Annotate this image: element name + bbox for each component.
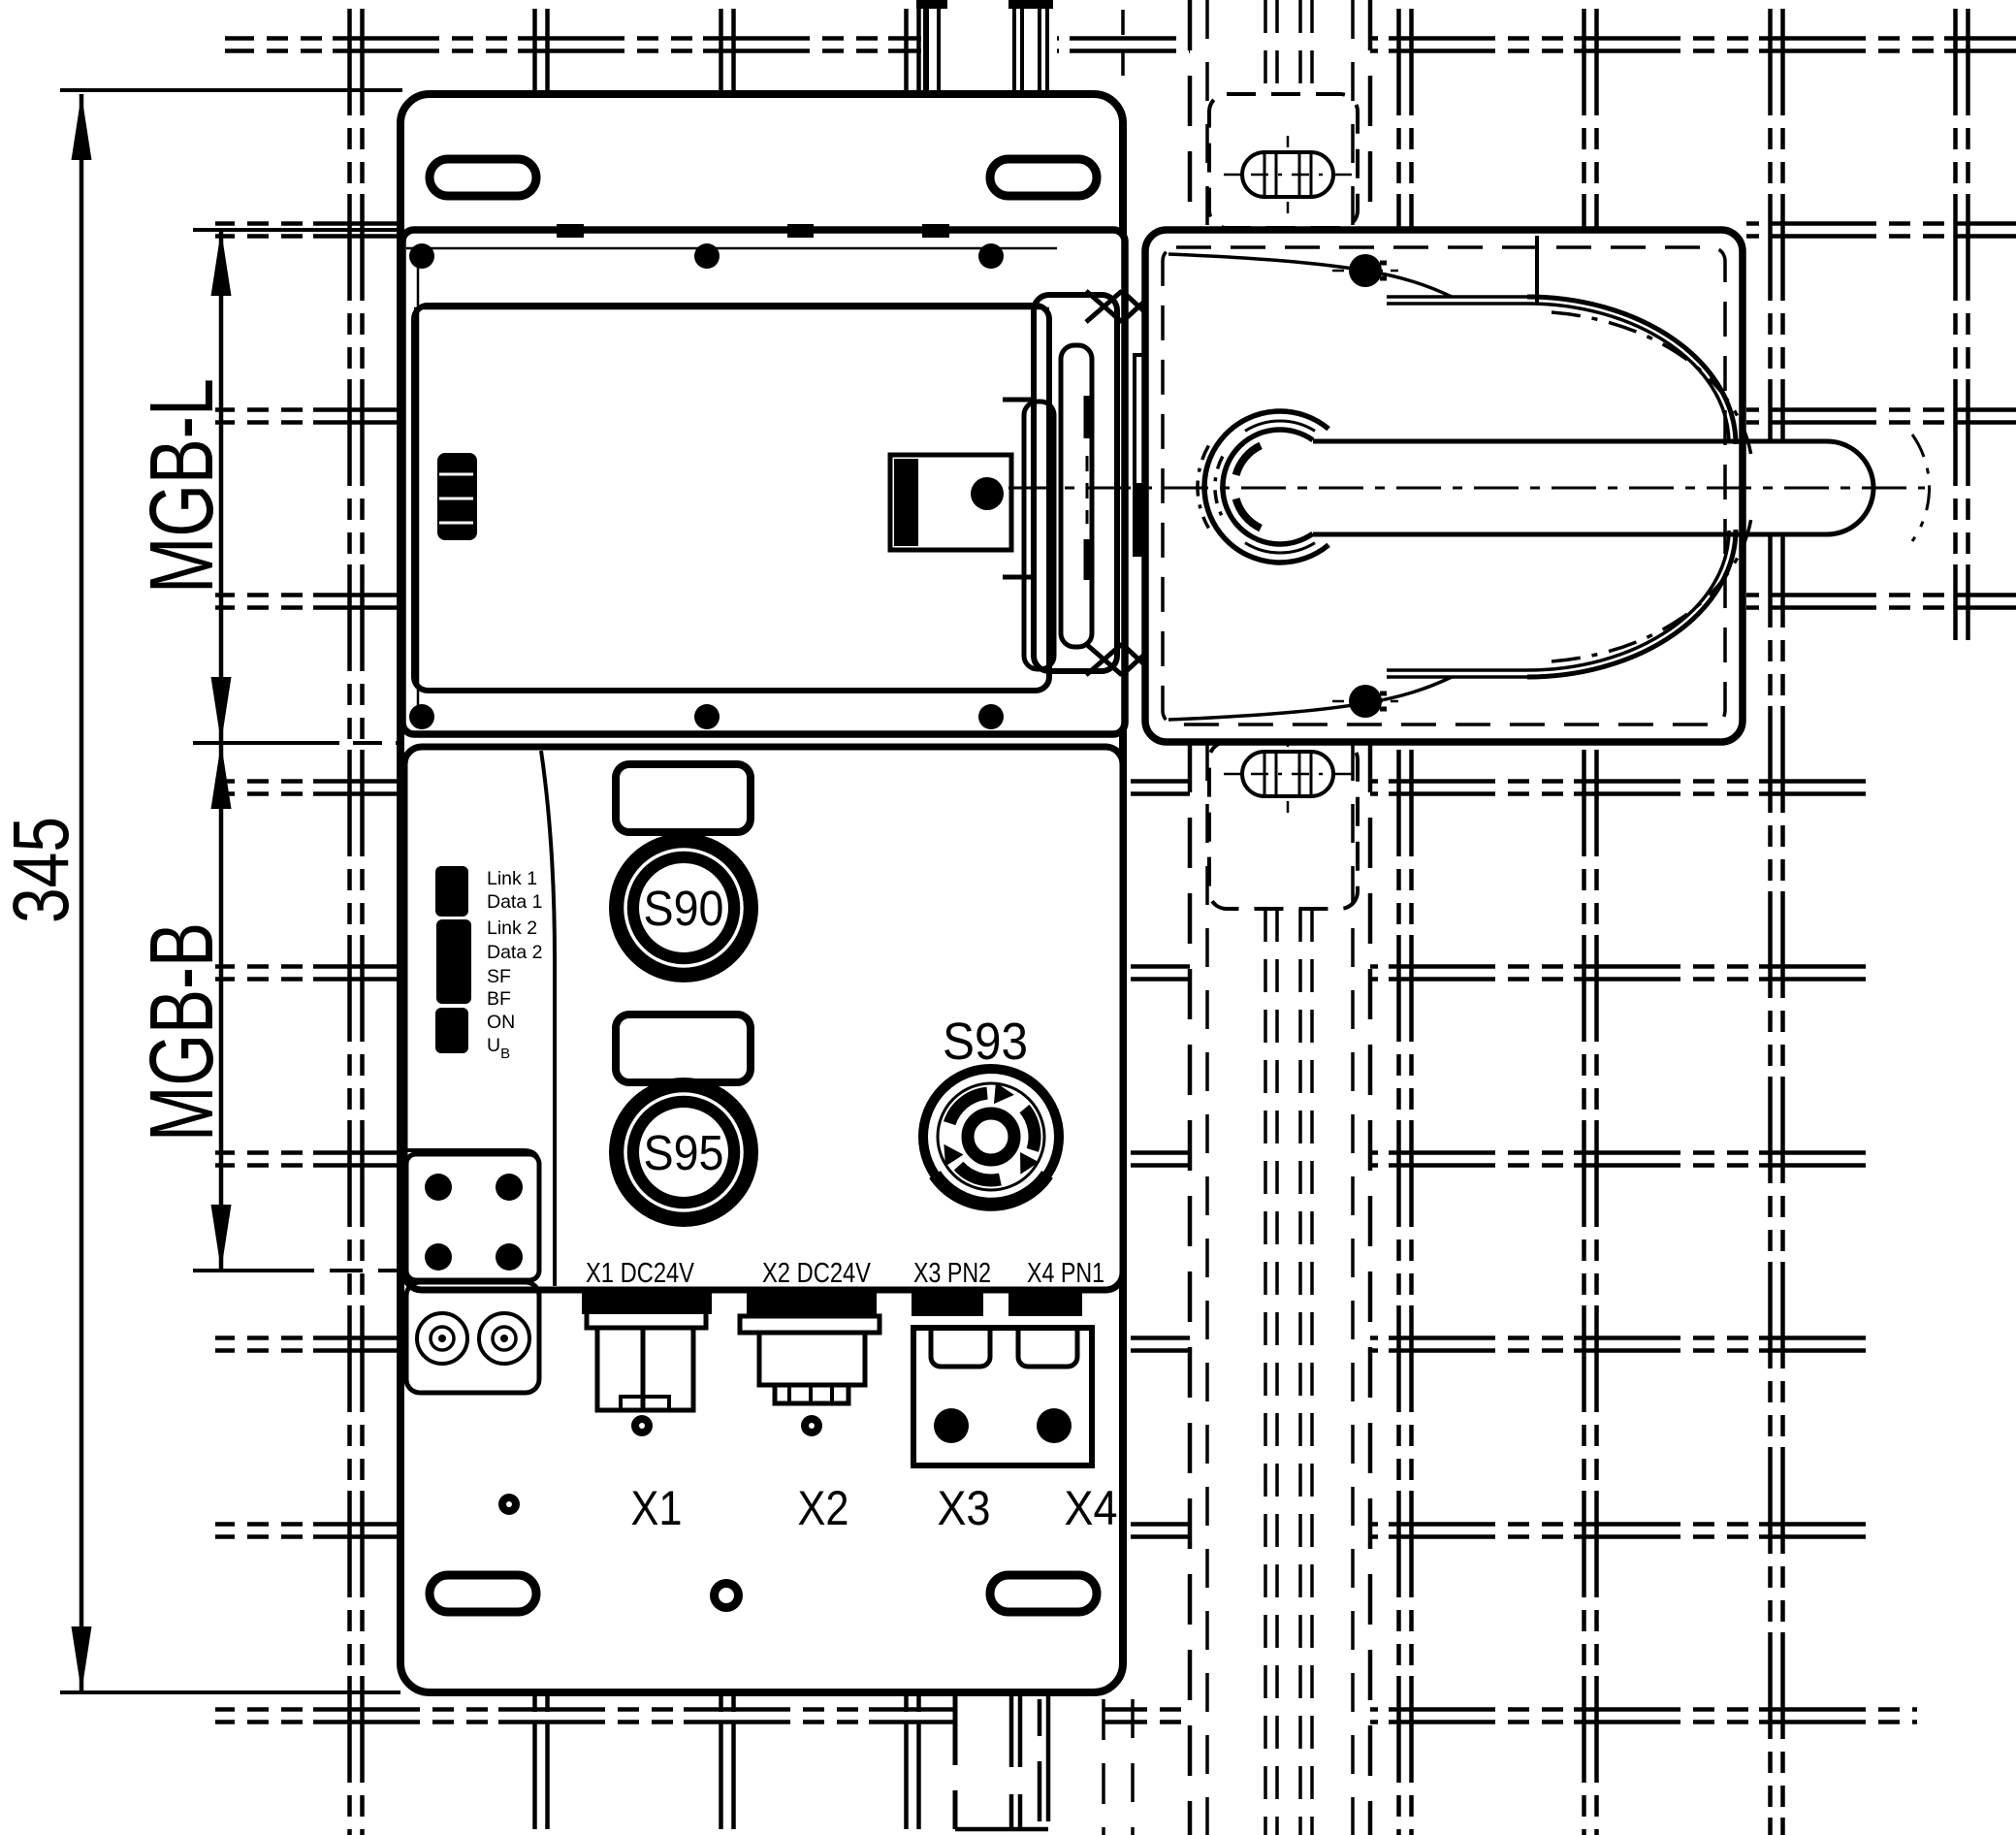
svg-text:ON: ON (487, 1012, 515, 1033)
svg-text:MGB-L: MGB-L (131, 378, 232, 594)
svg-text:Data 2: Data 2 (487, 942, 542, 963)
svg-text:S95: S95 (644, 1125, 724, 1180)
svg-text:BF: BF (487, 988, 511, 1010)
svg-text:X3: X3 (938, 1481, 991, 1535)
svg-text:X4 PN1: X4 PN1 (1027, 1258, 1104, 1289)
svg-text:X1 DC24V: X1 DC24V (586, 1258, 695, 1289)
svg-text:Link 2: Link 2 (487, 918, 537, 939)
svg-text:S93: S93 (943, 1013, 1028, 1071)
svg-text:Link 1: Link 1 (487, 868, 537, 889)
svg-text:Data 1: Data 1 (487, 891, 542, 913)
svg-text:X2: X2 (798, 1481, 849, 1535)
svg-text:345: 345 (0, 817, 85, 923)
svg-text:X2 DC24V: X2 DC24V (762, 1258, 872, 1289)
svg-text:X4: X4 (1065, 1481, 1118, 1535)
svg-text:MGB-B: MGB-B (131, 922, 232, 1142)
svg-text:S90: S90 (644, 881, 724, 936)
svg-text:SF: SF (487, 966, 511, 987)
svg-text:X1: X1 (631, 1481, 683, 1535)
svg-text:X3 PN2: X3 PN2 (913, 1258, 991, 1289)
